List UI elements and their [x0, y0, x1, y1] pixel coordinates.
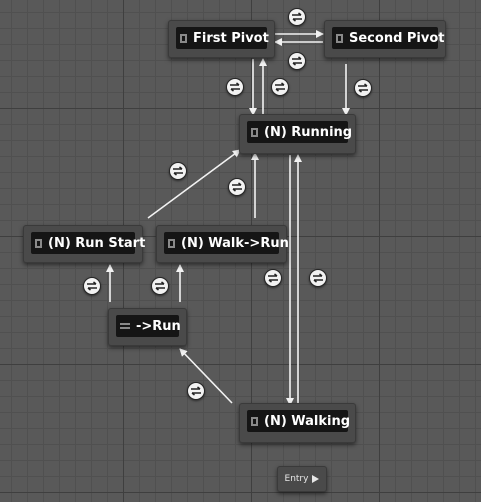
play-arrow-icon	[312, 475, 320, 483]
state-node-icon	[336, 33, 343, 43]
wire-walking-to-torun	[179, 348, 233, 404]
wire-runstart-to-running	[147, 149, 241, 219]
state-node-run-start[interactable]: (N) Run Start	[23, 225, 146, 263]
state-node-icon	[251, 127, 258, 137]
transition-rule-icon[interactable]	[226, 78, 244, 96]
transition-rule-icon[interactable]	[187, 382, 205, 400]
state-node-running[interactable]: (N) Running	[239, 114, 356, 154]
transition-rule-icon[interactable]	[151, 277, 169, 295]
state-label: (N) Running	[264, 124, 353, 140]
state-label: (N) Walk->Run	[181, 235, 289, 251]
transition-rule-icon[interactable]	[169, 162, 187, 180]
transition-rule-icon[interactable]	[309, 269, 327, 287]
state-node-icon	[251, 416, 258, 426]
entry-node[interactable]: Entry	[277, 466, 327, 492]
state-node-second-pivot[interactable]: Second Pivot	[324, 20, 446, 58]
state-label: (N) Run Start	[48, 235, 146, 251]
conduit-label: ->Run	[136, 318, 181, 334]
transition-rule-icon[interactable]	[288, 8, 306, 26]
entry-label: Entry	[284, 474, 309, 484]
transition-rule-icon[interactable]	[264, 269, 282, 287]
state-node-walk-to-run[interactable]: (N) Walk->Run	[156, 225, 289, 263]
transition-rule-icon[interactable]	[228, 178, 246, 196]
transition-rule-icon[interactable]	[271, 78, 289, 96]
state-label: First Pivot	[193, 30, 269, 46]
transition-rule-icon[interactable]	[83, 277, 101, 295]
conduit-icon	[120, 322, 130, 330]
state-node-icon	[168, 238, 175, 248]
state-node-walking[interactable]: (N) Walking	[239, 403, 356, 443]
transition-rule-icon[interactable]	[354, 79, 372, 97]
state-label: (N) Walking	[264, 413, 351, 429]
state-label: Second Pivot	[349, 30, 445, 46]
conduit-node-to-run[interactable]: ->Run	[108, 308, 187, 346]
state-node-first-pivot[interactable]: First Pivot	[168, 20, 275, 58]
state-node-icon	[180, 33, 187, 43]
state-node-icon	[35, 238, 42, 248]
transition-rule-icon[interactable]	[288, 52, 306, 70]
